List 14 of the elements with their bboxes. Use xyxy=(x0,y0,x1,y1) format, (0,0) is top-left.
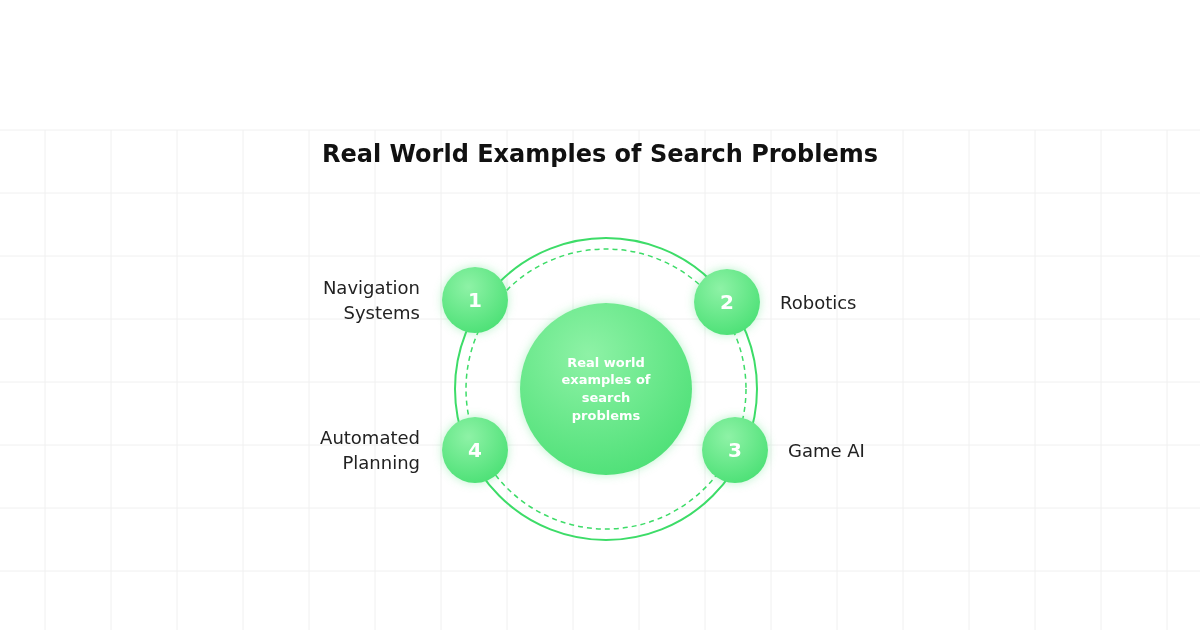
title: Real World Examples of Search Problems xyxy=(320,140,880,168)
item-label: Game AI xyxy=(788,438,866,463)
item-label: Robotics xyxy=(780,290,858,315)
number-circle xyxy=(442,417,508,483)
step-number: 2 xyxy=(720,290,734,314)
number-circle xyxy=(702,417,768,483)
step-number: 4 xyxy=(468,438,482,462)
center-label: Real world examples of search problems xyxy=(560,353,652,425)
number-circle xyxy=(442,267,508,333)
step-number: 1 xyxy=(468,288,482,312)
number-circle xyxy=(694,269,760,335)
item-label: Automated Planning xyxy=(319,426,420,476)
item-label: Navigation Systems xyxy=(321,276,420,326)
step-number: 3 xyxy=(728,438,742,462)
